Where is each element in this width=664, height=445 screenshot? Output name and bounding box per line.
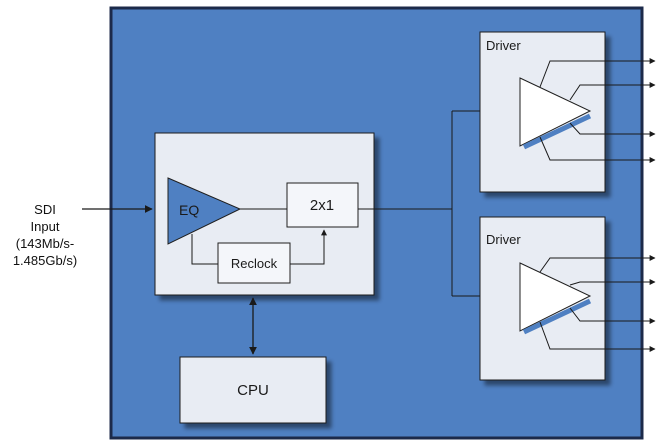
- sdi-input-label: SDI Input (143Mb/s- 1.485Gb/s): [13, 202, 77, 268]
- driver-bottom-amplifier-icon: [519, 262, 592, 332]
- driver-bottom-bar: [522, 298, 592, 335]
- input-label-line3: (143Mb/s-: [16, 236, 75, 251]
- reclock-block: [217, 242, 291, 284]
- input-label-line1: SDI: [34, 202, 56, 217]
- mux-block: [286, 182, 359, 228]
- eq-label: EQ: [179, 202, 199, 218]
- eq-to-reclock-wire: [191, 234, 218, 265]
- input-label-line2: Input: [31, 219, 60, 234]
- cpu-block: [179, 356, 327, 424]
- driver-bottom-label: Driver: [486, 232, 521, 247]
- cpu-label: CPU: [237, 382, 269, 399]
- mux-label: 2x1: [310, 197, 334, 214]
- driver-top-label: Driver: [486, 38, 521, 53]
- reclock-to-mux-wire: [290, 229, 327, 265]
- driver-top-outputs: [539, 58, 656, 163]
- driver-top-bar: [522, 113, 592, 150]
- reclock-label: Reclock: [231, 256, 278, 271]
- eq-amplifier-icon: [167, 177, 242, 245]
- driver-top-amplifier-icon: [519, 77, 592, 147]
- driver-bottom-outputs: [539, 255, 656, 352]
- input-label-line4: 1.485Gb/s): [13, 253, 77, 268]
